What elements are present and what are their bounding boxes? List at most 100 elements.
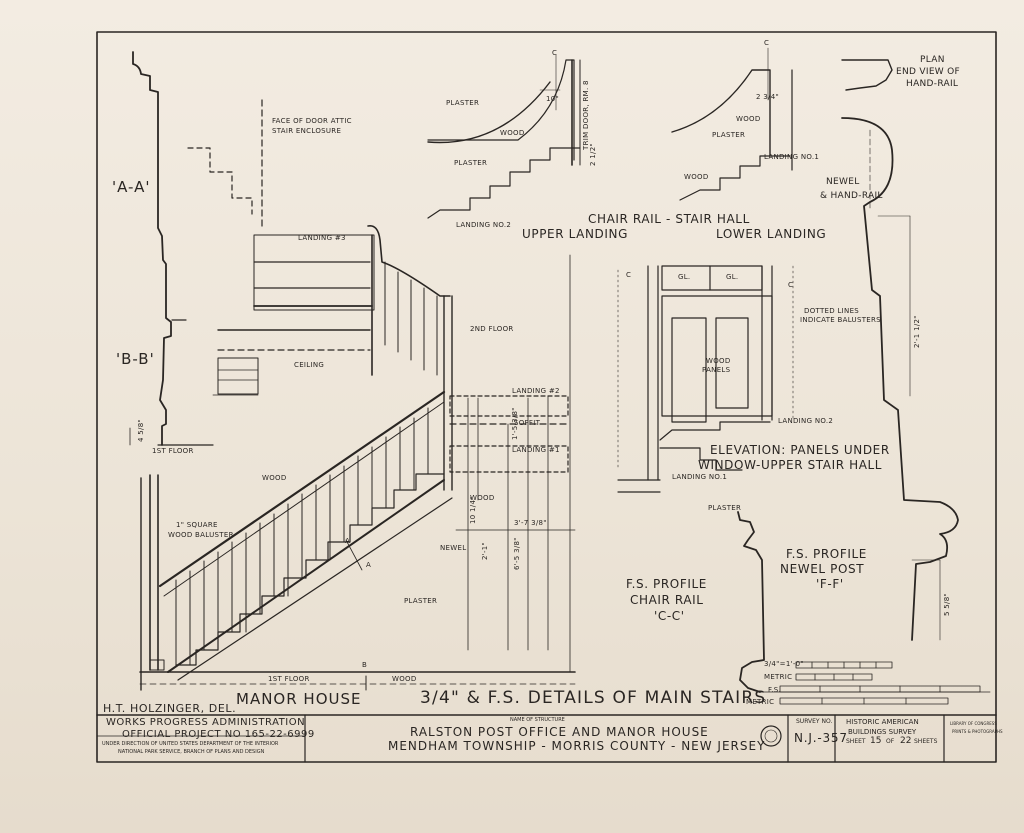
habs-line-2: BUILDINGS SURVEY [848, 728, 917, 736]
chair-rail-profile-title-2: CHAIR RAIL [630, 593, 704, 607]
gl-label-1: GL. [678, 273, 691, 281]
elevation-title-2: WINDOW-UPPER STAIR HALL [698, 458, 883, 472]
main-newel-post [443, 295, 453, 491]
dim-4-5-8: 4 5/8" [137, 419, 145, 442]
section-a-label-2: A [366, 561, 372, 569]
ceiling-cornice [217, 357, 259, 395]
scale-metric-1: METRIC [764, 673, 793, 681]
section-aa-label: 'A-A' [112, 178, 151, 196]
total-sheets: 22 [900, 736, 912, 746]
wpa-label: WORKS PROGRESS ADMINISTRATION [106, 717, 306, 728]
name-of-structure-label: NAME OF STRUCTURE [510, 717, 565, 723]
nps-label: NATIONAL PARK SERVICE, BRANCH OF PLANS A… [118, 749, 265, 755]
cornice-lines [217, 369, 259, 381]
survey-no-label: SURVEY NO. [796, 718, 833, 725]
sheet-number: 15 [870, 736, 882, 746]
landing-no1-elev-label: LANDING NO.1 [672, 473, 728, 481]
second-floor-label: 2ND FLOOR [470, 325, 514, 333]
newel-base [149, 659, 165, 671]
plaster-profile-label: PLASTER [708, 504, 742, 512]
upper-landing-steps [427, 147, 581, 219]
plan-label: PLAN [920, 55, 945, 65]
interior-seal [760, 725, 782, 747]
dim-2-half: 2 1/2" [589, 143, 597, 166]
landing-no2-upper-label: LANDING NO.2 [456, 221, 512, 229]
hand-rail-label: HAND-RAIL [906, 79, 959, 89]
newel-dim-label: NEWEL [440, 544, 467, 552]
of-label: OF [886, 738, 895, 745]
face-of-door-label: FACE OF DOOR ATTIC [272, 117, 352, 125]
official-project: OFFICIAL PROJECT NO 165-22-6999 [122, 729, 315, 740]
wood-panels-label-1: WOOD [706, 357, 731, 365]
elevation-panels [647, 265, 773, 481]
wood-label: WOOD [262, 474, 287, 482]
newel-profile-title-1: F.S. PROFILE [786, 547, 867, 561]
chair-rail-profile-title-3: 'C-C' [654, 609, 685, 623]
plaster-label: PLASTER [404, 597, 438, 605]
lower-landing-steps [679, 155, 791, 201]
delineator: H.T. HOLZINGER, DEL. [103, 702, 237, 715]
section-a-label: A [345, 537, 351, 545]
survey-no: N.J.-357 [794, 731, 848, 745]
loc-label-1: LIBRARY OF CONGRESS [950, 721, 997, 726]
stair-stringer-bottom [177, 497, 453, 681]
center-c-label-4: C [788, 281, 794, 289]
landing-no1-lower-label: LANDING NO.1 [764, 153, 820, 161]
handrail-lower-edge [163, 401, 445, 597]
landing-3-rail-box [253, 234, 375, 311]
dim-6-5: 6'-5 3/8" [513, 537, 521, 570]
lower-landing-title: LOWER LANDING [716, 227, 827, 241]
dotted-lines-label-2: INDICATE BALUSTERS [800, 316, 881, 324]
dim-2-1-half: 2'-1 1/2" [913, 315, 921, 348]
habs-line-1: HISTORIC AMERICAN [846, 718, 919, 726]
upper-balusters [384, 261, 438, 376]
main-stairs-title: 3/4" & F.S. DETAILS OF MAIN STAIRS [420, 688, 767, 708]
stair-enclosure-label: STAIR ENCLOSURE [272, 127, 342, 135]
upper-chair-rail-curve [427, 59, 575, 161]
section-a-mark [345, 539, 363, 571]
baluster-label-2: WOOD BALUSTER [168, 531, 234, 539]
newel-post-profile [841, 117, 959, 641]
dotted-lines-label-1: DOTTED LINES [804, 307, 860, 315]
landing-3-label: LANDING #3 [298, 234, 346, 242]
landing-1-label: LANDING #1 [512, 446, 560, 454]
elevation-title-1: ELEVATION: PANELS UNDER [710, 443, 890, 457]
handrail-end-view [841, 59, 893, 91]
wood-lower-label: WOOD [736, 115, 761, 123]
first-floor-label: 1ST FLOOR [268, 675, 310, 683]
newel-label: NEWEL [826, 177, 860, 187]
landing-2-label: LANDING #2 [512, 387, 560, 395]
chair-rail-stair-hall-title: CHAIR RAIL - STAIR HALL [588, 212, 750, 226]
dim-1-5: 1'-5 3/8" [511, 407, 519, 440]
main-balusters [175, 407, 429, 666]
first-floor-label-left: 1ST FLOOR [152, 447, 194, 455]
under-direction: UNDER DIRECTION OF UNITED STATES DEPARTM… [102, 741, 279, 747]
chair-rail-profile-title-1: F.S. PROFILE [626, 577, 707, 591]
newel-profile-title-3: 'F-F' [816, 577, 844, 591]
soffit-label: SOFFIT [514, 419, 541, 427]
wood-label-3: WOOD [392, 675, 417, 683]
dimension-lines [129, 254, 576, 673]
bottom-newel [149, 474, 159, 671]
landing-no2-elev-label: LANDING NO.2 [778, 417, 834, 425]
landing-2-block [449, 395, 569, 417]
gl-label-2: GL. [726, 273, 739, 281]
lower-chair-rail-curve [671, 69, 771, 157]
dim-3-7: 3'-7 3/8" [514, 519, 547, 527]
scale-bars [779, 661, 981, 705]
moulding-profile [132, 51, 172, 446]
sheet-label: SHEET [846, 738, 866, 745]
landing-1-block [449, 445, 569, 473]
wood-upper-label: WOOD [500, 129, 525, 137]
section-b-label: B [362, 661, 368, 669]
scale-34-label: 3/4"=1'-0" [764, 660, 804, 668]
center-c-label: C [552, 49, 558, 57]
dim-5-5-8: 5 5/8" [943, 593, 951, 616]
dim-10in: 10" [546, 95, 560, 103]
dim-2-3-4: 2 3/4" [756, 93, 779, 101]
upper-rail-section [427, 81, 551, 144]
sheet-border [96, 31, 997, 763]
dim-7-1: 2'-1" [481, 541, 489, 560]
